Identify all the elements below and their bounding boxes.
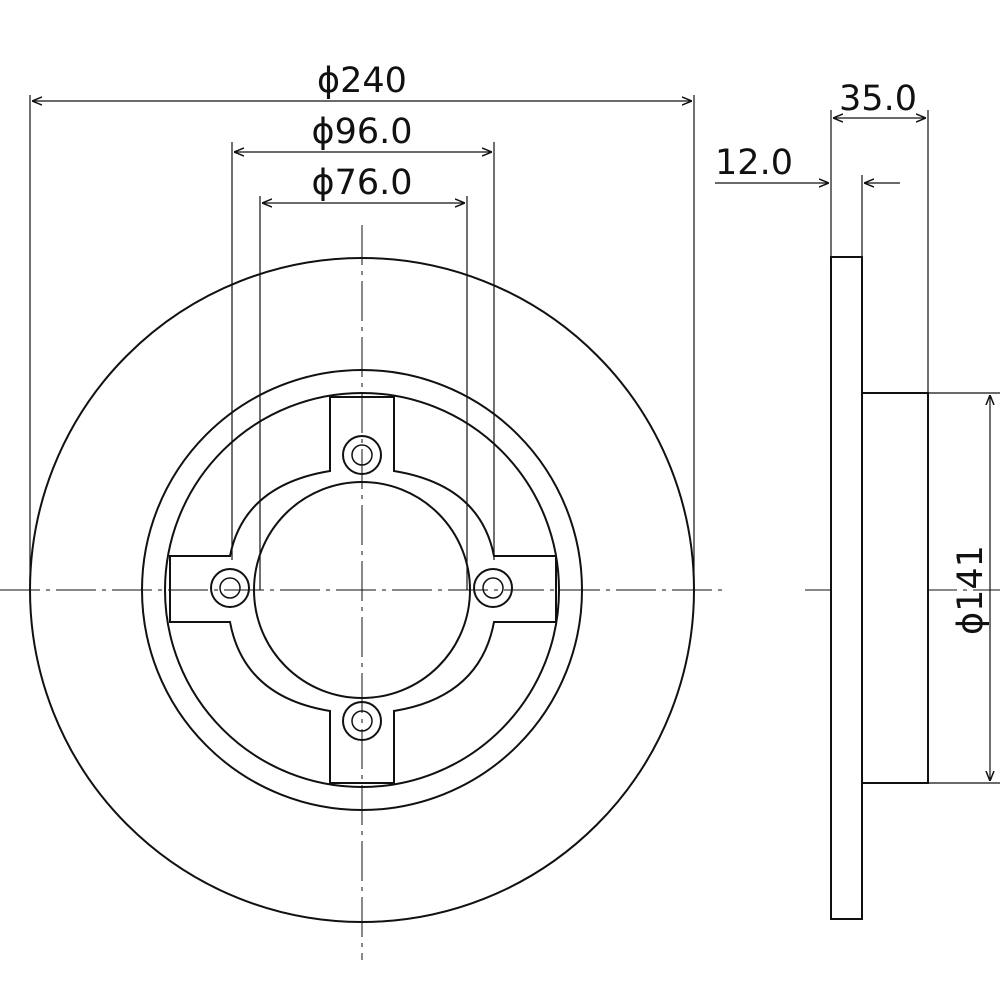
- hat-diameter-label: ϕ141: [951, 545, 991, 635]
- disc-thickness-label: 12.0: [715, 143, 793, 183]
- hat-outer-circle: [164, 392, 560, 788]
- bolt-hole-right: [473, 568, 513, 608]
- bolt-hole-bottom: [342, 701, 382, 741]
- hub-cross-outline: [169, 396, 557, 784]
- center-bore-circle: [253, 481, 471, 699]
- side-disc-profile: [830, 256, 863, 920]
- front-dimensions: [29, 95, 695, 590]
- front-view: [0, 225, 725, 960]
- side-dimensions: [715, 110, 1000, 784]
- bore-outer-diameter-label: ϕ96.0: [311, 112, 412, 152]
- bolt-hole-top: [342, 435, 382, 475]
- friction-ring-inner-circle: [141, 369, 583, 811]
- outer-diameter-label: ϕ240: [317, 61, 407, 101]
- side-hat-profile: [861, 392, 929, 784]
- bore-diameter-label: ϕ76.0: [311, 163, 412, 203]
- overall-height-label: 35.0: [839, 79, 917, 119]
- bolt-hole-left: [210, 568, 250, 608]
- side-view: [805, 256, 1000, 920]
